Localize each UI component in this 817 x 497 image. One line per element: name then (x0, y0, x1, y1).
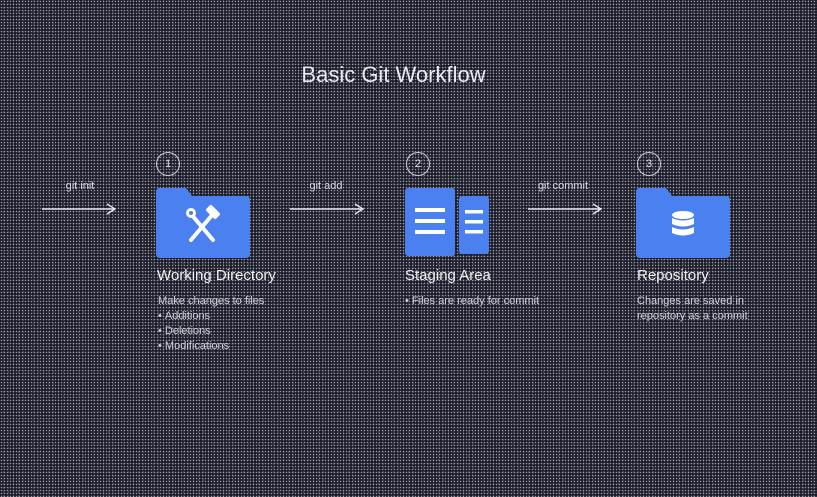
stage-desc-staging-area: • Files are ready for commit (405, 295, 540, 307)
page-title: Basic Git Workflow (301, 62, 486, 87)
step-number-2: 2 (406, 152, 430, 176)
arrow-git-add (290, 203, 365, 215)
edge-label-git-add: git add (309, 180, 343, 192)
step-number-1: 1 (156, 152, 180, 176)
stage-title-working-directory: Working Directory (157, 267, 276, 284)
stage-title-staging-area: Staging Area (405, 267, 491, 284)
stage-desc-text: Make changes to files (158, 295, 265, 307)
stage-desc-working-directory: Make changes to files Additions Deletion… (158, 294, 264, 354)
bullet-list: Additions Deletions Modifications (158, 309, 264, 354)
bullet-item: Deletions (158, 324, 264, 339)
stage-desc-line: repository as a commit (637, 310, 748, 322)
arrow-git-commit (528, 203, 603, 215)
stage-desc-repository: Changes are saved in repository as a com… (637, 294, 748, 324)
step-number-3: 3 (637, 152, 661, 176)
arrow-git-init (42, 203, 117, 215)
tools-folder-icon (156, 188, 250, 263)
stage-desc-line: Changes are saved in (637, 295, 745, 307)
database-folder-icon (636, 188, 730, 263)
bullet-item: Additions (158, 309, 264, 324)
documents-icon (405, 188, 491, 263)
bullet-item: Modifications (158, 339, 264, 354)
stage-title-repository: Repository (637, 267, 709, 284)
edge-label-git-commit: git commit (537, 180, 589, 192)
edge-label-git-init: git init (65, 180, 95, 192)
